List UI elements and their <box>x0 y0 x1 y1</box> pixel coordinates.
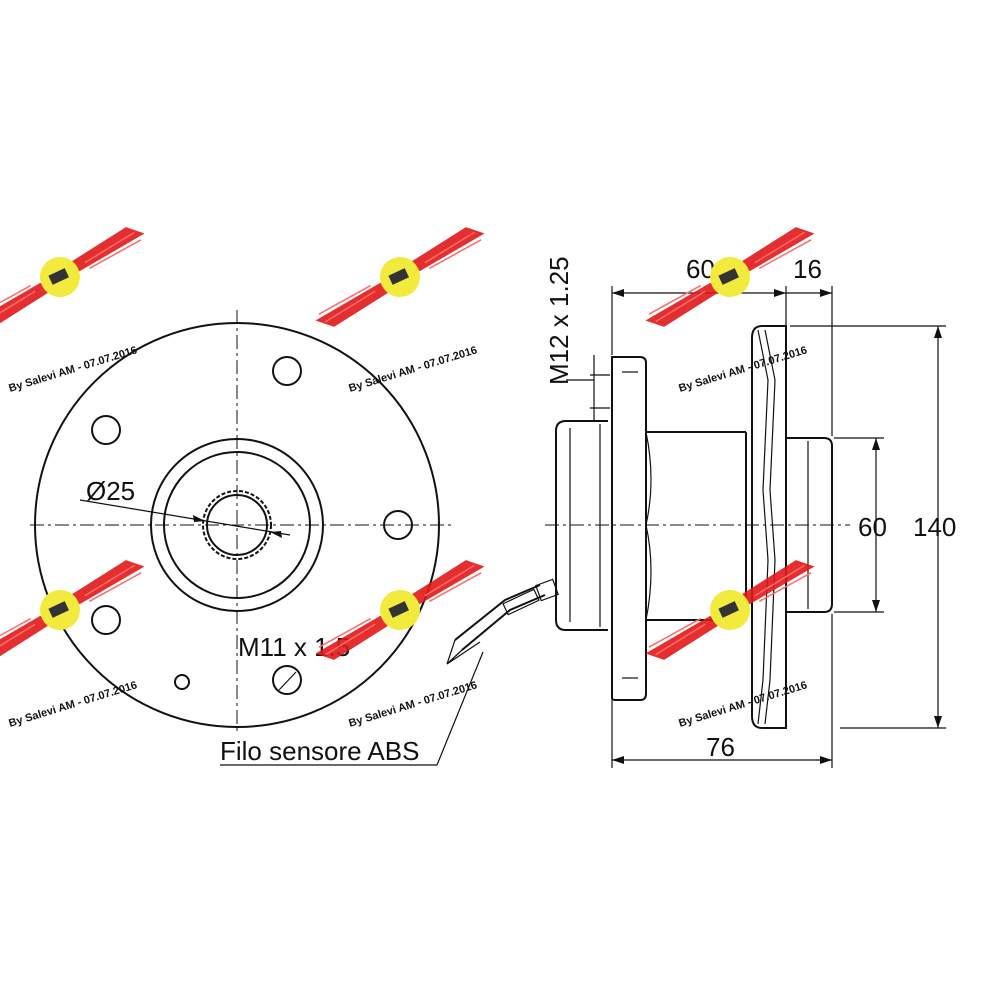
abs-sensor-plug <box>535 578 559 602</box>
watermark-text: By Salevi AM - 07.07.2016 <box>677 344 808 395</box>
bolt-hole <box>383 510 413 540</box>
watermark-logo <box>637 557 823 663</box>
inner-flange <box>611 356 647 701</box>
dim-60-side-label: 60 <box>858 512 887 542</box>
small-hole <box>174 674 190 690</box>
bolt-hole <box>272 665 302 695</box>
bearing-ring <box>555 420 608 631</box>
dim-arrow <box>934 326 942 338</box>
bolt-hole-thread-mark <box>278 671 297 691</box>
bolt-hole <box>91 605 121 635</box>
watermark-logo <box>307 224 493 330</box>
dim-16-label: 16 <box>793 254 822 284</box>
dim-arrow <box>872 438 880 450</box>
dim-arrow <box>934 716 942 728</box>
spline-root-circle <box>206 494 268 556</box>
dia25-leader <box>79 499 291 536</box>
bolt-hole <box>272 356 302 386</box>
outer-flange <box>751 325 787 729</box>
dim-arrow <box>820 289 832 297</box>
outer-flange-taper <box>757 329 769 725</box>
abs-wire-label: Filo sensore ABS <box>220 736 419 766</box>
watermark-logo <box>0 224 153 330</box>
side-view: M12 x 1.25 60 16 60 140 76 <box>446 254 956 768</box>
dim-arrow <box>774 289 786 297</box>
abs-wire-tip <box>446 639 481 665</box>
hub-body-fillet <box>645 431 652 621</box>
dim-arrow <box>820 756 832 764</box>
watermark-logo <box>307 557 493 663</box>
dim-76-label: 76 <box>706 732 735 762</box>
hub-outer-circle <box>150 438 324 612</box>
dim-arrow <box>612 289 624 297</box>
outer-flange-taper <box>764 329 776 725</box>
thread-stud-label: M12 x 1.25 <box>544 256 574 385</box>
watermark-text: By Salevi AM - 07.07.2016 <box>347 679 478 730</box>
dia25-arrow <box>270 531 282 538</box>
bolt-hole <box>91 415 121 445</box>
pilot <box>786 437 833 613</box>
abs-sensor-sleeve <box>502 588 540 616</box>
abs-leader <box>436 651 484 766</box>
dia25-label: Ø25 <box>86 476 135 506</box>
dim-140-label: 140 <box>913 512 956 542</box>
hub-inner-circle <box>163 451 311 599</box>
dim-arrow <box>872 600 880 612</box>
flange-outer-circle <box>34 322 440 728</box>
watermark-text: By Salevi AM - 07.07.2016 <box>677 679 808 730</box>
abs-sensor-wire <box>454 584 546 651</box>
watermark-text: By Salevi AM - 07.07.2016 <box>7 344 138 395</box>
spline-circle <box>202 490 272 560</box>
dim-arrow <box>612 756 624 764</box>
watermark-text: By Salevi AM - 07.07.2016 <box>7 679 138 730</box>
dia25-arrow <box>193 515 205 522</box>
